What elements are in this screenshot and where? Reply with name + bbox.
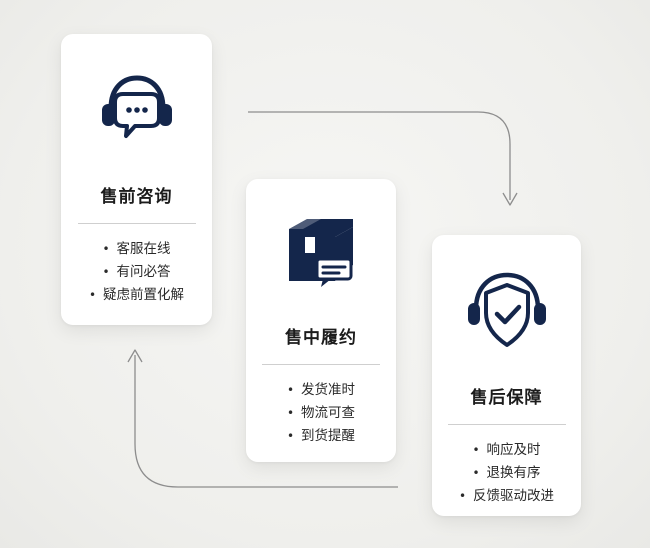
title-divider: [77, 223, 196, 224]
feature-item: 发货准时: [287, 379, 355, 402]
headset-chat-icon: [101, 75, 172, 138]
package-box-icon: [289, 219, 353, 287]
title-divider: [447, 424, 566, 425]
feature-item: 疑虑前置化解: [89, 284, 184, 307]
stage-card-fulfillment: 售中履约 发货准时 物流可查 到货提醒: [246, 179, 396, 462]
feature-list: 发货准时 物流可查 到货提醒: [287, 379, 355, 448]
title-divider: [262, 364, 380, 365]
shield-check-headset-icon: [467, 272, 546, 347]
connector-arrow-post-to-pre-head: [127, 349, 143, 363]
stage-title: 售中履约: [285, 328, 357, 348]
feature-list: 响应及时 退换有序 反馈驱动改进: [459, 439, 554, 508]
feature-list: 客服在线 有问必答 疑虑前置化解: [89, 238, 184, 307]
feature-item: 客服在线: [102, 238, 171, 261]
stage-title: 售前咨询: [100, 187, 173, 207]
stage-card-pre-sales: 售前咨询 客服在线 有问必答 疑虑前置化解: [61, 34, 212, 325]
feature-item: 物流可查: [287, 402, 355, 425]
feature-item: 反馈驱动改进: [459, 485, 554, 508]
feature-item: 退换有序: [472, 462, 541, 485]
connector-arrow-pre-to-mid: [248, 111, 511, 200]
stage-card-after-sales: 售后保障 响应及时 退换有序 反馈驱动改进: [432, 235, 581, 516]
stage-title: 售后保障: [470, 388, 543, 408]
feature-item: 响应及时: [472, 439, 541, 462]
feature-item: 到货提醒: [287, 425, 355, 448]
feature-item: 有问必答: [102, 261, 171, 284]
connector-arrow-pre-to-mid-head: [502, 192, 518, 206]
connector-arrow-post-to-pre: [134, 355, 398, 488]
